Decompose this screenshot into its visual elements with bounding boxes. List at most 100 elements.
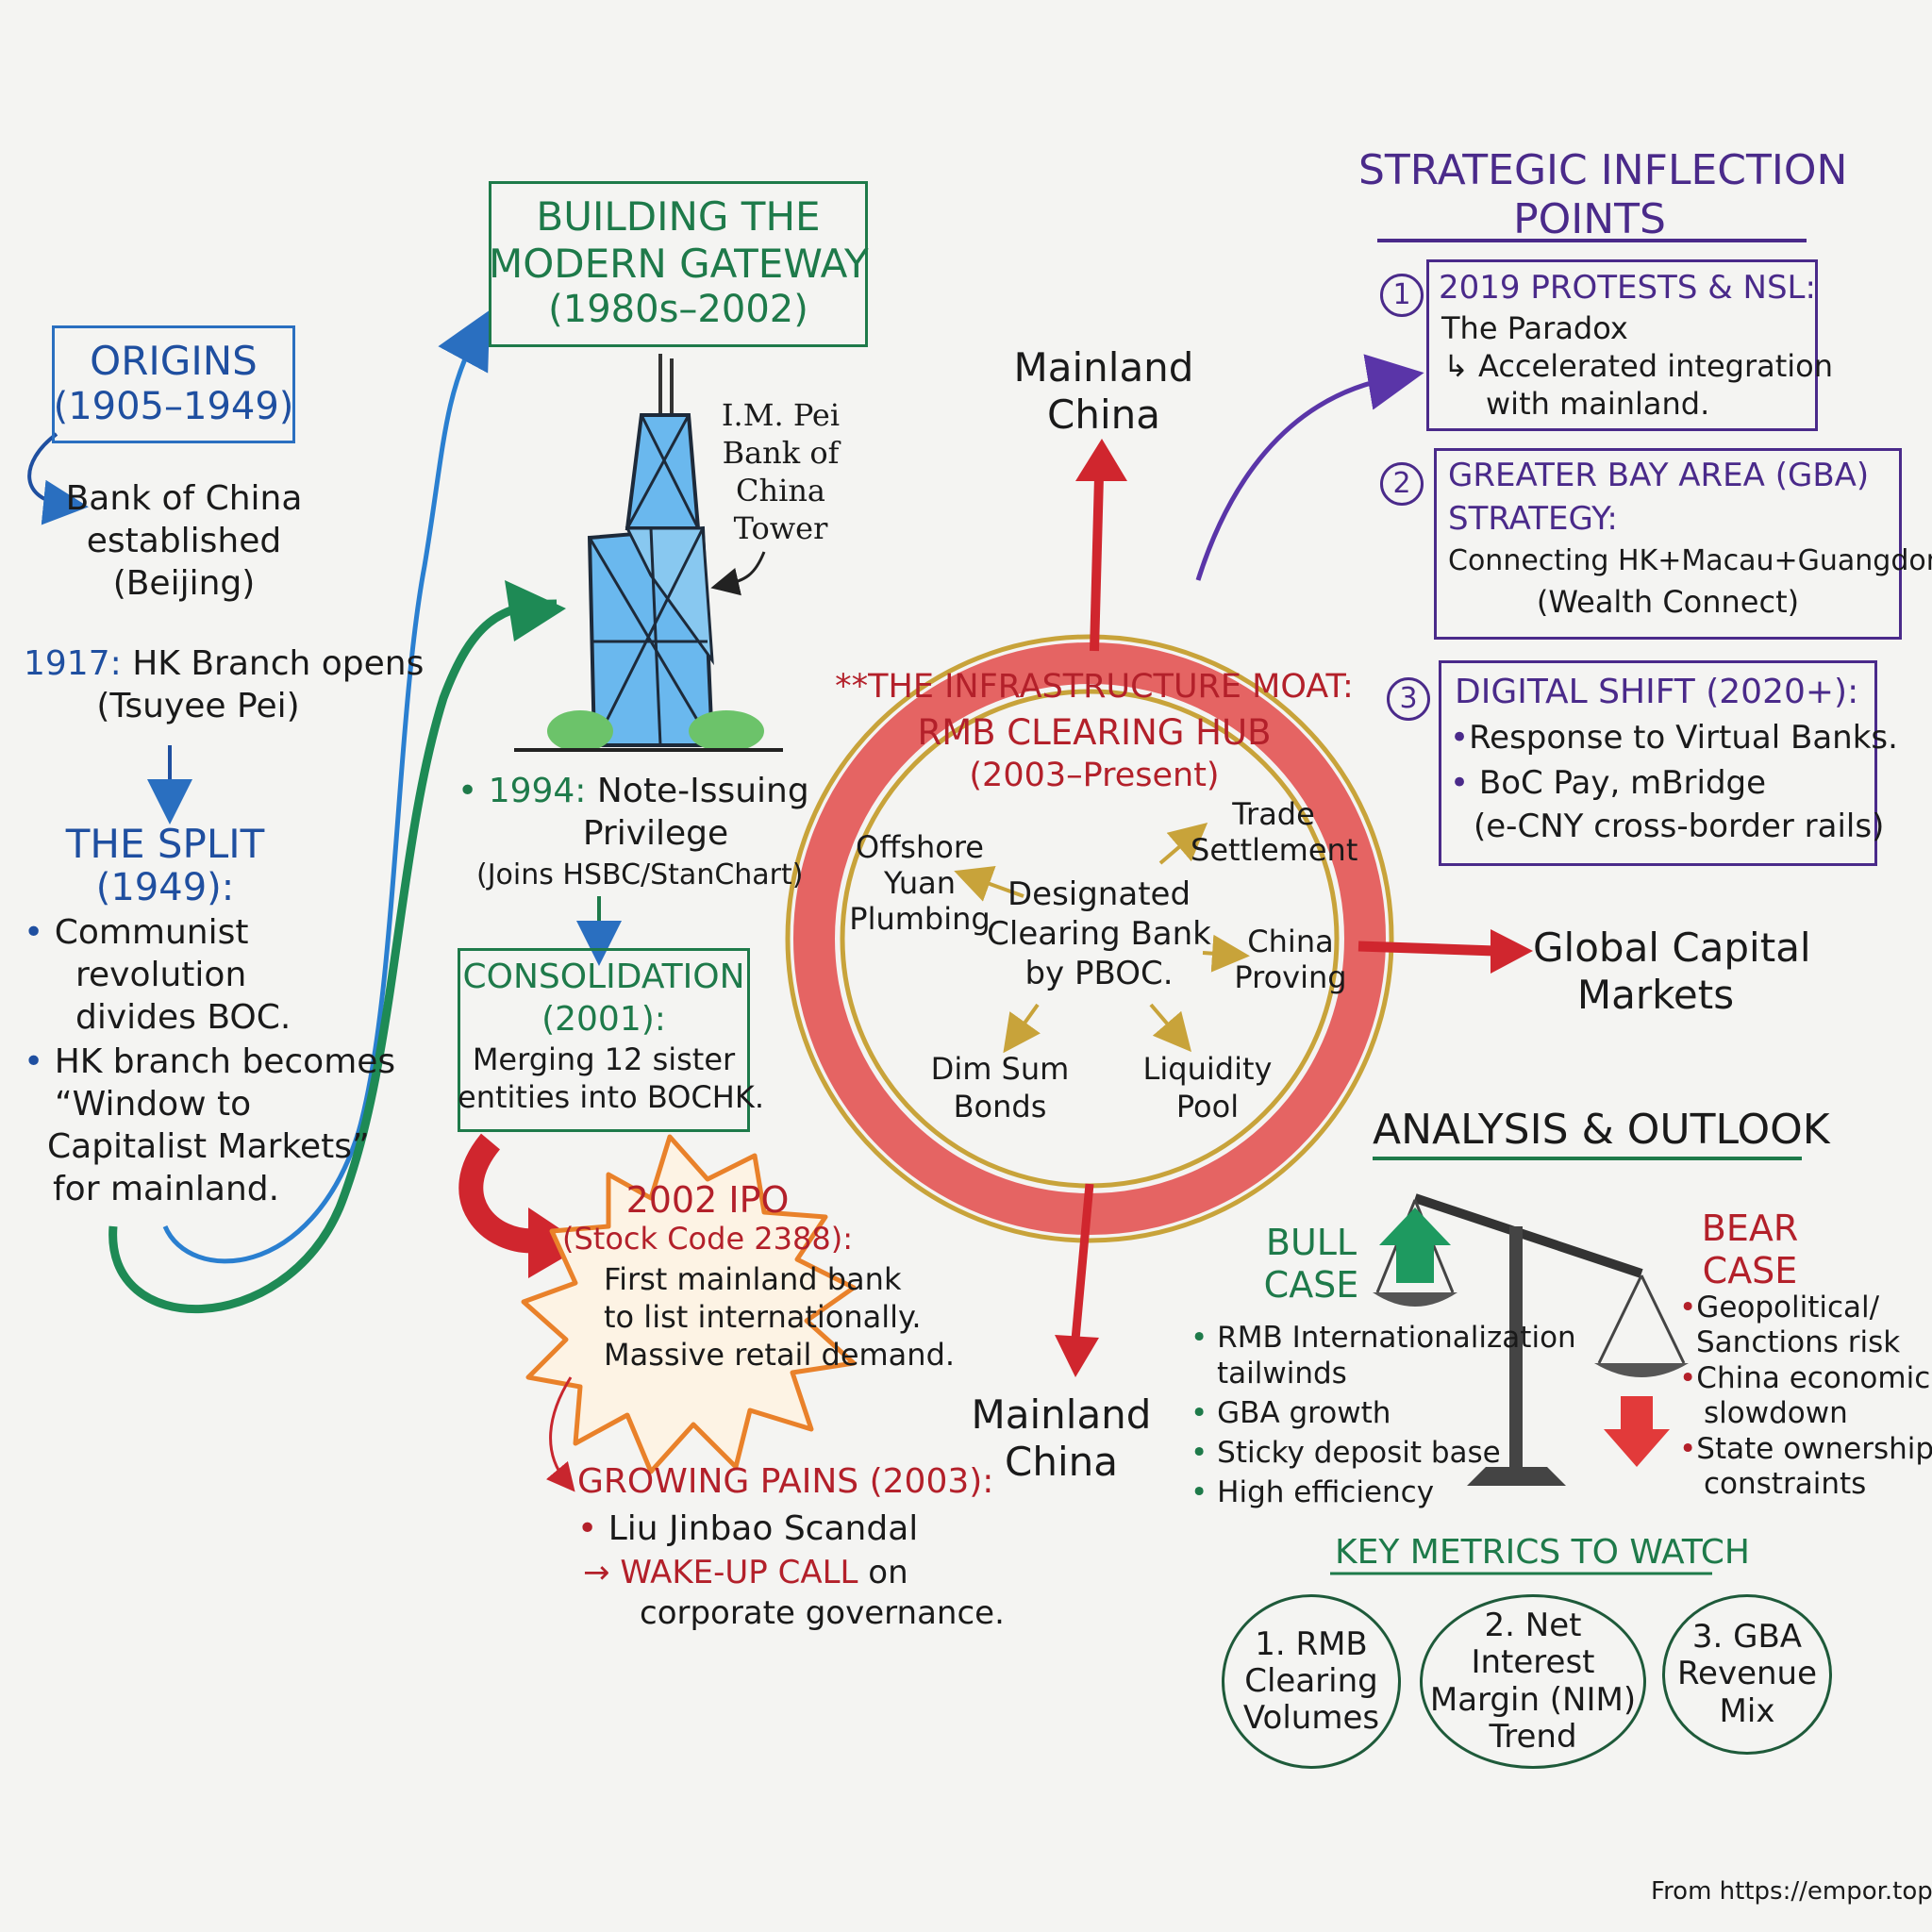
moat-years: (2003–Present) bbox=[969, 757, 1220, 794]
footer-source: From https://empor.top bbox=[1651, 1877, 1932, 1906]
origins-years: (1905–1949) bbox=[53, 385, 294, 428]
moat-title-1: **THE INFRASTRUCTURE MOAT: bbox=[835, 668, 1354, 706]
point3-b2: • BoC Pay, mBridge bbox=[1450, 764, 1767, 802]
bull-item-4: • High efficiency bbox=[1191, 1475, 1435, 1509]
bear-item-1: •Geopolitical/ bbox=[1679, 1291, 1880, 1324]
pains-gov: corporate governance. bbox=[640, 1594, 1005, 1632]
bull-title-1: BULL bbox=[1265, 1222, 1357, 1263]
metrics-title: KEY METRICS TO WATCH bbox=[1335, 1533, 1750, 1572]
moat-center-1: Designated bbox=[1007, 875, 1191, 913]
hk-branch-text: HK Branch opens bbox=[132, 644, 425, 683]
split-bullet2-2: “Window to bbox=[55, 1085, 252, 1124]
consolidation-box bbox=[458, 948, 750, 1132]
arrow-global bbox=[1357, 941, 1496, 957]
note-issuing-sub: (Joins HSBC/StanChart) bbox=[476, 858, 804, 891]
modern-gateway-box bbox=[489, 181, 868, 347]
balance-scale bbox=[1373, 1193, 1689, 1486]
mainland-top-2: China bbox=[1047, 391, 1160, 438]
bull-item-2: • GBA growth bbox=[1191, 1396, 1391, 1430]
purple-strategic-arrow bbox=[1195, 354, 1424, 581]
analysis-title: ANALYSIS & OUTLOOK bbox=[1373, 1106, 1830, 1154]
bear-item-3: •State ownership bbox=[1679, 1432, 1932, 1466]
tower-label-3: China bbox=[735, 473, 825, 508]
split-bullet1-2: revolution bbox=[75, 956, 247, 994]
trade-2: Settlement bbox=[1191, 832, 1358, 868]
modern-years: (1980s–2002) bbox=[548, 288, 808, 331]
ipo-text-3: Massive retail demand. bbox=[604, 1337, 956, 1373]
china-proving-1: China bbox=[1247, 924, 1334, 959]
boc-established-3: (Beijing) bbox=[112, 564, 256, 603]
liquidity-2: Pool bbox=[1175, 1089, 1240, 1124]
pains-wake: → WAKE-UP CALL on bbox=[583, 1554, 908, 1591]
bull-title-2: CASE bbox=[1263, 1264, 1359, 1306]
bear-title-2: CASE bbox=[1702, 1250, 1798, 1291]
bull-item-1-cont: tailwinds bbox=[1217, 1357, 1347, 1391]
tower-label-arrow bbox=[710, 551, 766, 596]
point2-line2: (Wealth Connect) bbox=[1536, 584, 1800, 620]
moat-center-3: by PBOC. bbox=[1024, 955, 1174, 992]
point3-title: DIGITAL SHIFT (2020+): bbox=[1455, 673, 1859, 711]
arrow-mainland-top bbox=[1090, 475, 1104, 652]
point2-title-2: STRATEGY: bbox=[1448, 500, 1618, 538]
point1-box bbox=[1426, 259, 1818, 431]
liquidity-1: Liquidity bbox=[1142, 1051, 1273, 1087]
global-2: Markets bbox=[1576, 972, 1735, 1018]
note-issuing-line: • 1994: Note-Issuing bbox=[458, 772, 809, 810]
blue-timeline-arrow bbox=[162, 309, 491, 1264]
trade-1: Trade bbox=[1232, 796, 1315, 832]
dimsum-1: Dim Sum bbox=[930, 1051, 1070, 1087]
consolidation-title: CONSOLIDATION bbox=[462, 958, 745, 996]
boc-established-1: Bank of China bbox=[65, 479, 303, 518]
modern-title-2: MODERN GATEWAY bbox=[489, 241, 869, 287]
mainland-bottom-1: Mainland bbox=[971, 1391, 1152, 1438]
mainland-bottom-2: China bbox=[1005, 1439, 1118, 1485]
point3-b2b: (e-CNY cross-border rails) bbox=[1474, 808, 1885, 845]
hk-branch-sub: (Tsuyee Pei) bbox=[96, 687, 300, 725]
offshore-1: Offshore bbox=[856, 829, 984, 865]
origins-curve-arrow bbox=[27, 432, 89, 525]
point1-line1: The Paradox bbox=[1441, 310, 1628, 346]
origins-title: ORIGINS bbox=[90, 338, 258, 384]
red-ipo-arrow bbox=[458, 1133, 540, 1254]
consolidation-text-2: entities into BOCHK. bbox=[458, 1079, 764, 1115]
strategic-title-1: STRATEGIC INFLECTION bbox=[1358, 146, 1848, 194]
split-bullet2-4: for mainland. bbox=[53, 1170, 280, 1208]
bear-item-1-cont: Sanctions risk bbox=[1696, 1325, 1901, 1359]
split-bullet2-3: Capitalist Markets” bbox=[47, 1127, 370, 1166]
offshore-3: Plumbing bbox=[849, 901, 991, 937]
pains-bullet: • Liu Jinbao Scandal bbox=[577, 1509, 919, 1548]
point1-number: 1 bbox=[1380, 274, 1424, 317]
moat-title-2: RMB CLEARING HUB bbox=[917, 712, 1272, 753]
point1-line3: with mainland. bbox=[1486, 386, 1710, 422]
split-bullet2-1: • HK branch becomes bbox=[24, 1042, 396, 1081]
ipo-to-pains-arrow bbox=[545, 1376, 575, 1492]
point2-line1: Connecting HK+Macau+Guangdong bbox=[1448, 544, 1932, 577]
point1-title: 2019 PROTESTS & NSL: bbox=[1439, 269, 1816, 307]
moat-center-2: Clearing Bank bbox=[987, 915, 1211, 953]
ipo-title: 2002 IPO bbox=[625, 1179, 790, 1221]
split-years: (1949): bbox=[95, 866, 235, 909]
bear-item-2: •China economic bbox=[1679, 1361, 1931, 1395]
ipo-text-2: to list internationally. bbox=[604, 1299, 922, 1335]
green-timeline-arrow bbox=[108, 599, 558, 1313]
hk-branch-line: 1917: HK Branch opens bbox=[24, 644, 424, 684]
ipo-code: (Stock Code 2388): bbox=[561, 1221, 853, 1257]
hk-branch-year: 1917: bbox=[24, 644, 122, 683]
point2-title-1: GREATER BAY AREA (GBA) bbox=[1448, 457, 1870, 494]
global-1: Global Capital bbox=[1533, 924, 1811, 971]
bull-item-1: • RMB Internationalization bbox=[1191, 1321, 1576, 1355]
bull-item-3: • Sticky deposit base bbox=[1191, 1436, 1501, 1470]
bear-item-2-cont: slowdown bbox=[1704, 1396, 1848, 1430]
boc-tower-drawing bbox=[514, 354, 783, 752]
mainland-top-1: Mainland bbox=[1013, 344, 1194, 391]
ipo-text-1: First mainland bank bbox=[604, 1261, 902, 1297]
strategic-title-2: POINTS bbox=[1513, 195, 1666, 243]
origins-box bbox=[52, 325, 295, 443]
pains-title: GROWING PAINS (2003): bbox=[577, 1462, 994, 1501]
point3-b1: •Response to Virtual Banks. bbox=[1450, 719, 1898, 757]
split-title: THE SPLIT bbox=[65, 821, 265, 867]
